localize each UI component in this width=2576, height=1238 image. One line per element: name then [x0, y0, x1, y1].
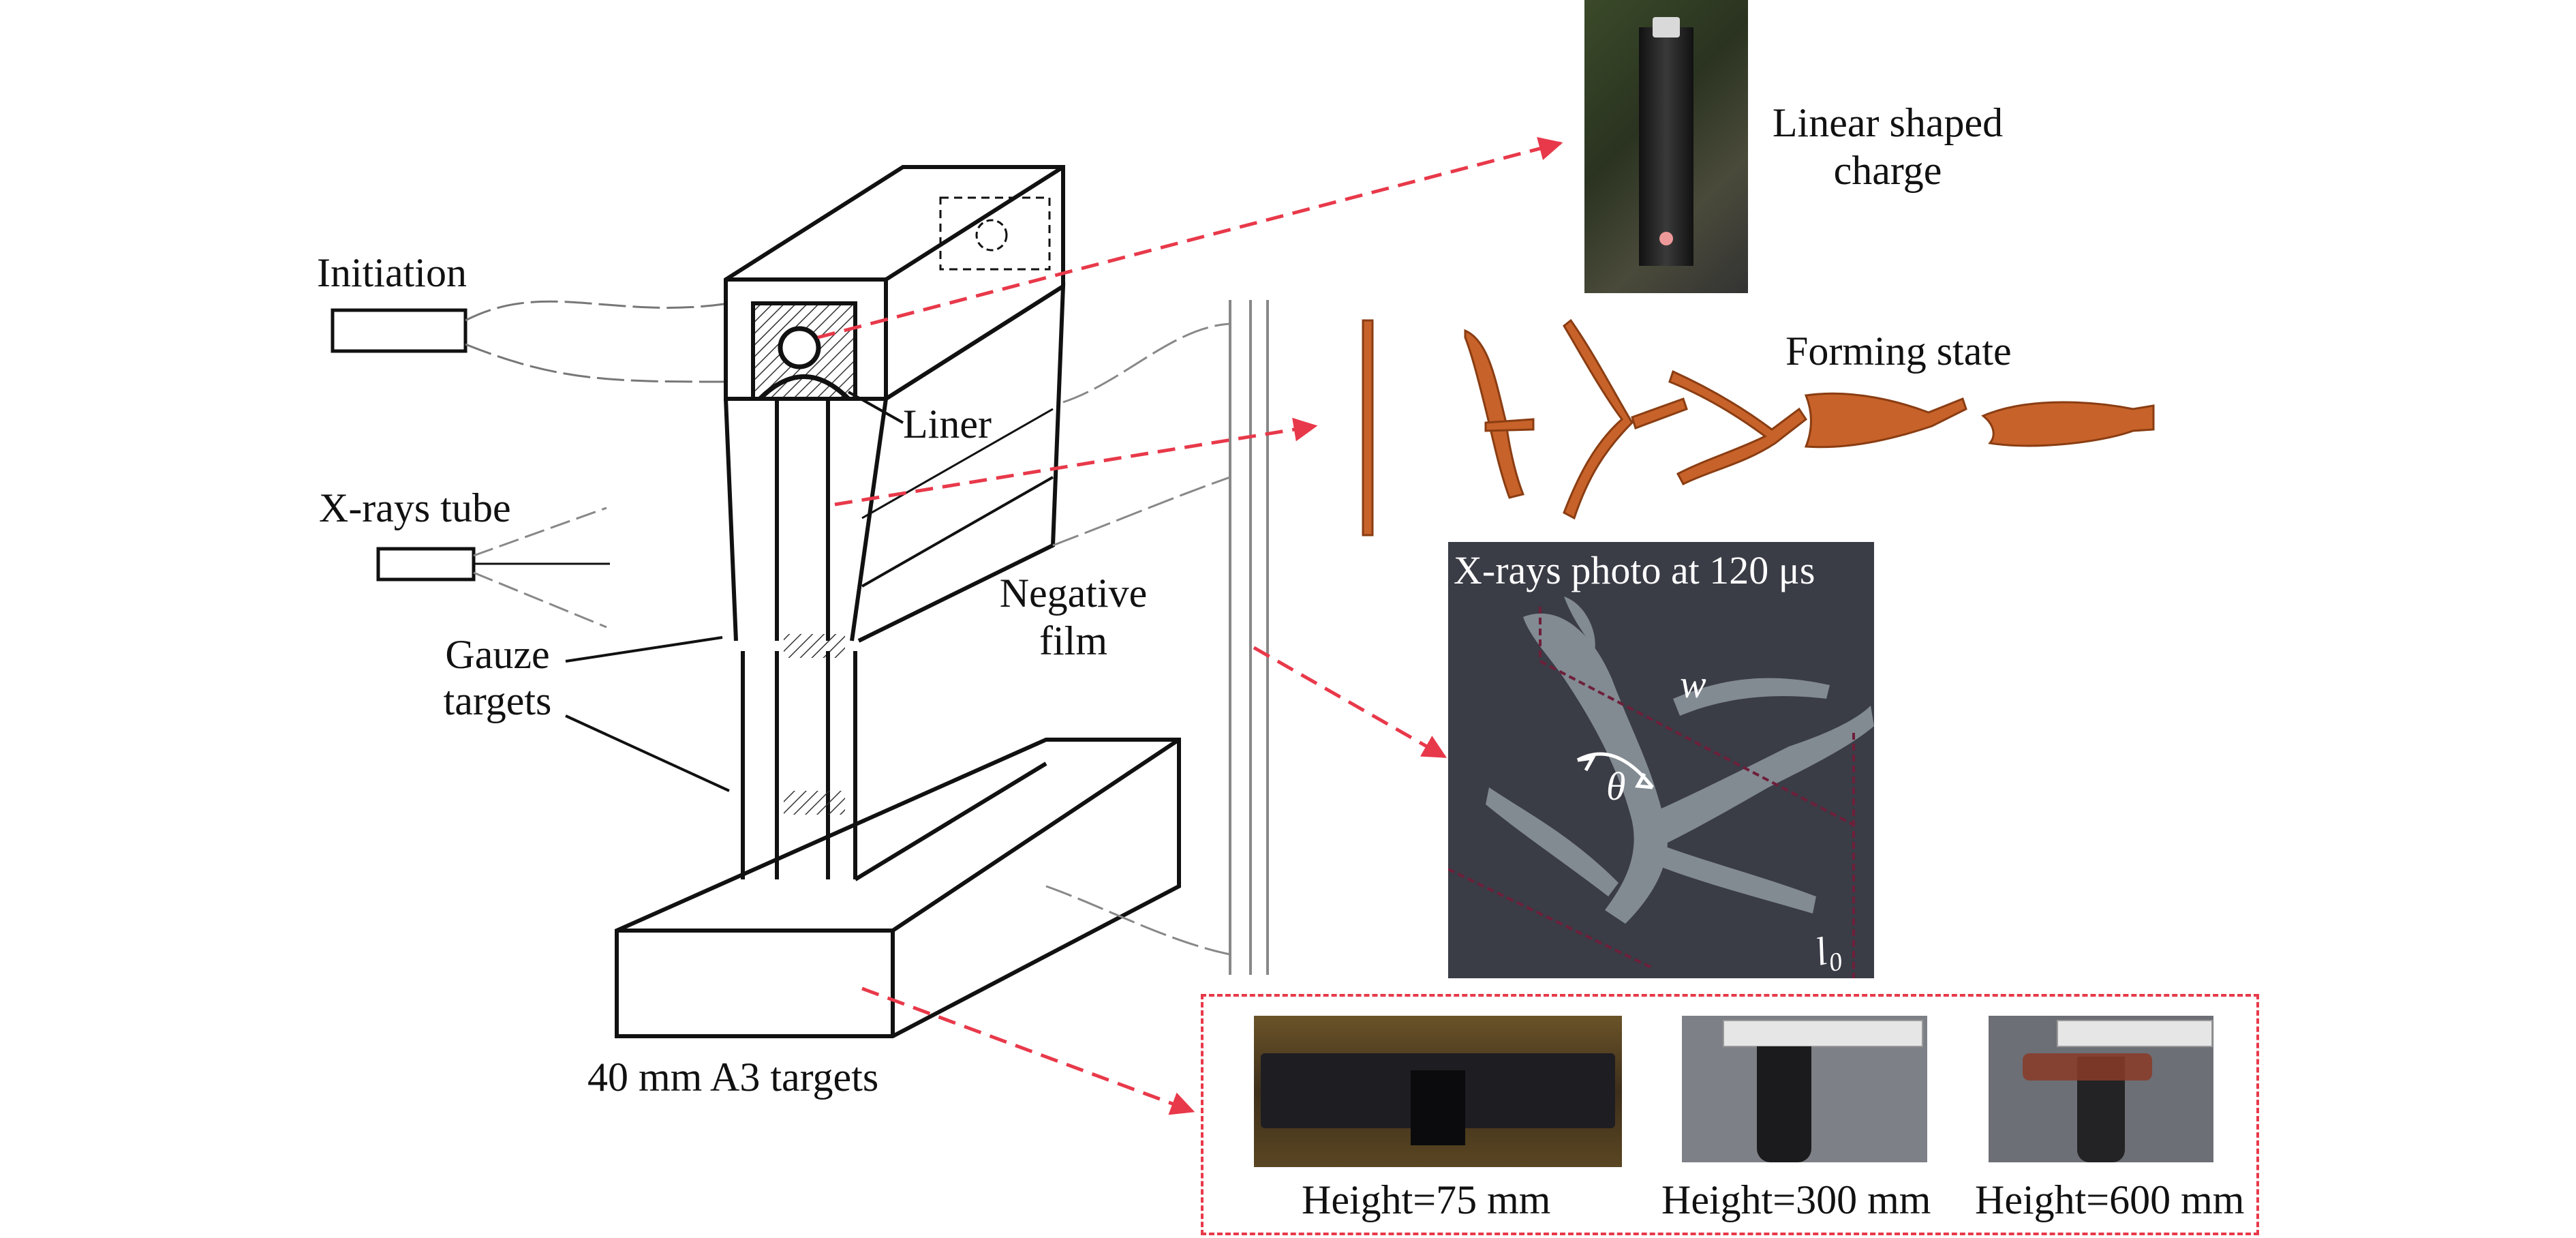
crater-75: [1411, 1070, 1465, 1145]
negative-film-line1: Negative: [999, 571, 1148, 616]
charge-tip: [1659, 232, 1673, 245]
target-photo-600: [1989, 1016, 2213, 1162]
gauze-targets-line2: targets: [443, 678, 552, 723]
height-600-label: Height=600 mm: [1975, 1177, 2245, 1222]
forming-state-label: Forming state: [1785, 329, 2012, 374]
film-connector-lines: [1045, 322, 1231, 956]
lower-tube: [741, 651, 1047, 881]
height-75-label: Height=75 mm: [1302, 1177, 1551, 1222]
gauze-targets-line1: Gauze: [445, 632, 550, 677]
charge-body: [1639, 27, 1693, 266]
initiation-label: Initiation: [317, 250, 467, 295]
xray-beam-lines: [473, 507, 607, 629]
charge-housing: [724, 165, 1065, 401]
a3-target-block: [615, 738, 1181, 1038]
label-leaders: [565, 391, 904, 792]
standoff-tube: [724, 282, 1066, 658]
a3-targets-label: 40 mm A3 targets: [587, 1055, 879, 1100]
theta-label: θ: [1606, 764, 1626, 809]
xray-photo-title: X-rays photo at 120 μs: [1454, 548, 1815, 592]
negative-film-line2: film: [1039, 618, 1107, 663]
negative-film: [1229, 300, 1269, 975]
target-results-box: [1201, 994, 2259, 1235]
linear-charge-line1: Linear shaped: [1772, 100, 2004, 145]
charge-cap: [1653, 17, 1680, 37]
w-label: w: [1680, 662, 1706, 706]
ruler-300: [1723, 1020, 1923, 1047]
forming-state-shapes: [1362, 318, 2155, 537]
height-300-label: Height=300 mm: [1661, 1177, 1931, 1222]
target-photo-75: [1254, 1016, 1622, 1167]
linear-charge-label: Linear shaped charge: [1745, 102, 2031, 191]
liner-label: Liner: [903, 402, 992, 447]
initiation-box: [331, 308, 467, 353]
linear-charge-line2: charge: [1833, 148, 1942, 193]
ruler-600: [2057, 1020, 2213, 1047]
target-photo-300: [1682, 1016, 1927, 1162]
initiation-wires: [465, 300, 730, 383]
xray-tube: [376, 547, 610, 582]
xray-tube-label: X-rays tube: [319, 485, 511, 530]
xray-photo: X-rays photo at 120 μs w θ l0: [1448, 542, 1874, 978]
crater-300: [1757, 1046, 1811, 1162]
xray-image: [1448, 597, 1874, 978]
gauze-targets-label: Gauze targets: [429, 634, 566, 721]
negative-film-label: Negative film: [988, 573, 1159, 661]
red-arrows: [817, 137, 1563, 1115]
copper-residue-600: [2023, 1053, 2152, 1081]
linear-charge-photo: [1584, 0, 1748, 293]
